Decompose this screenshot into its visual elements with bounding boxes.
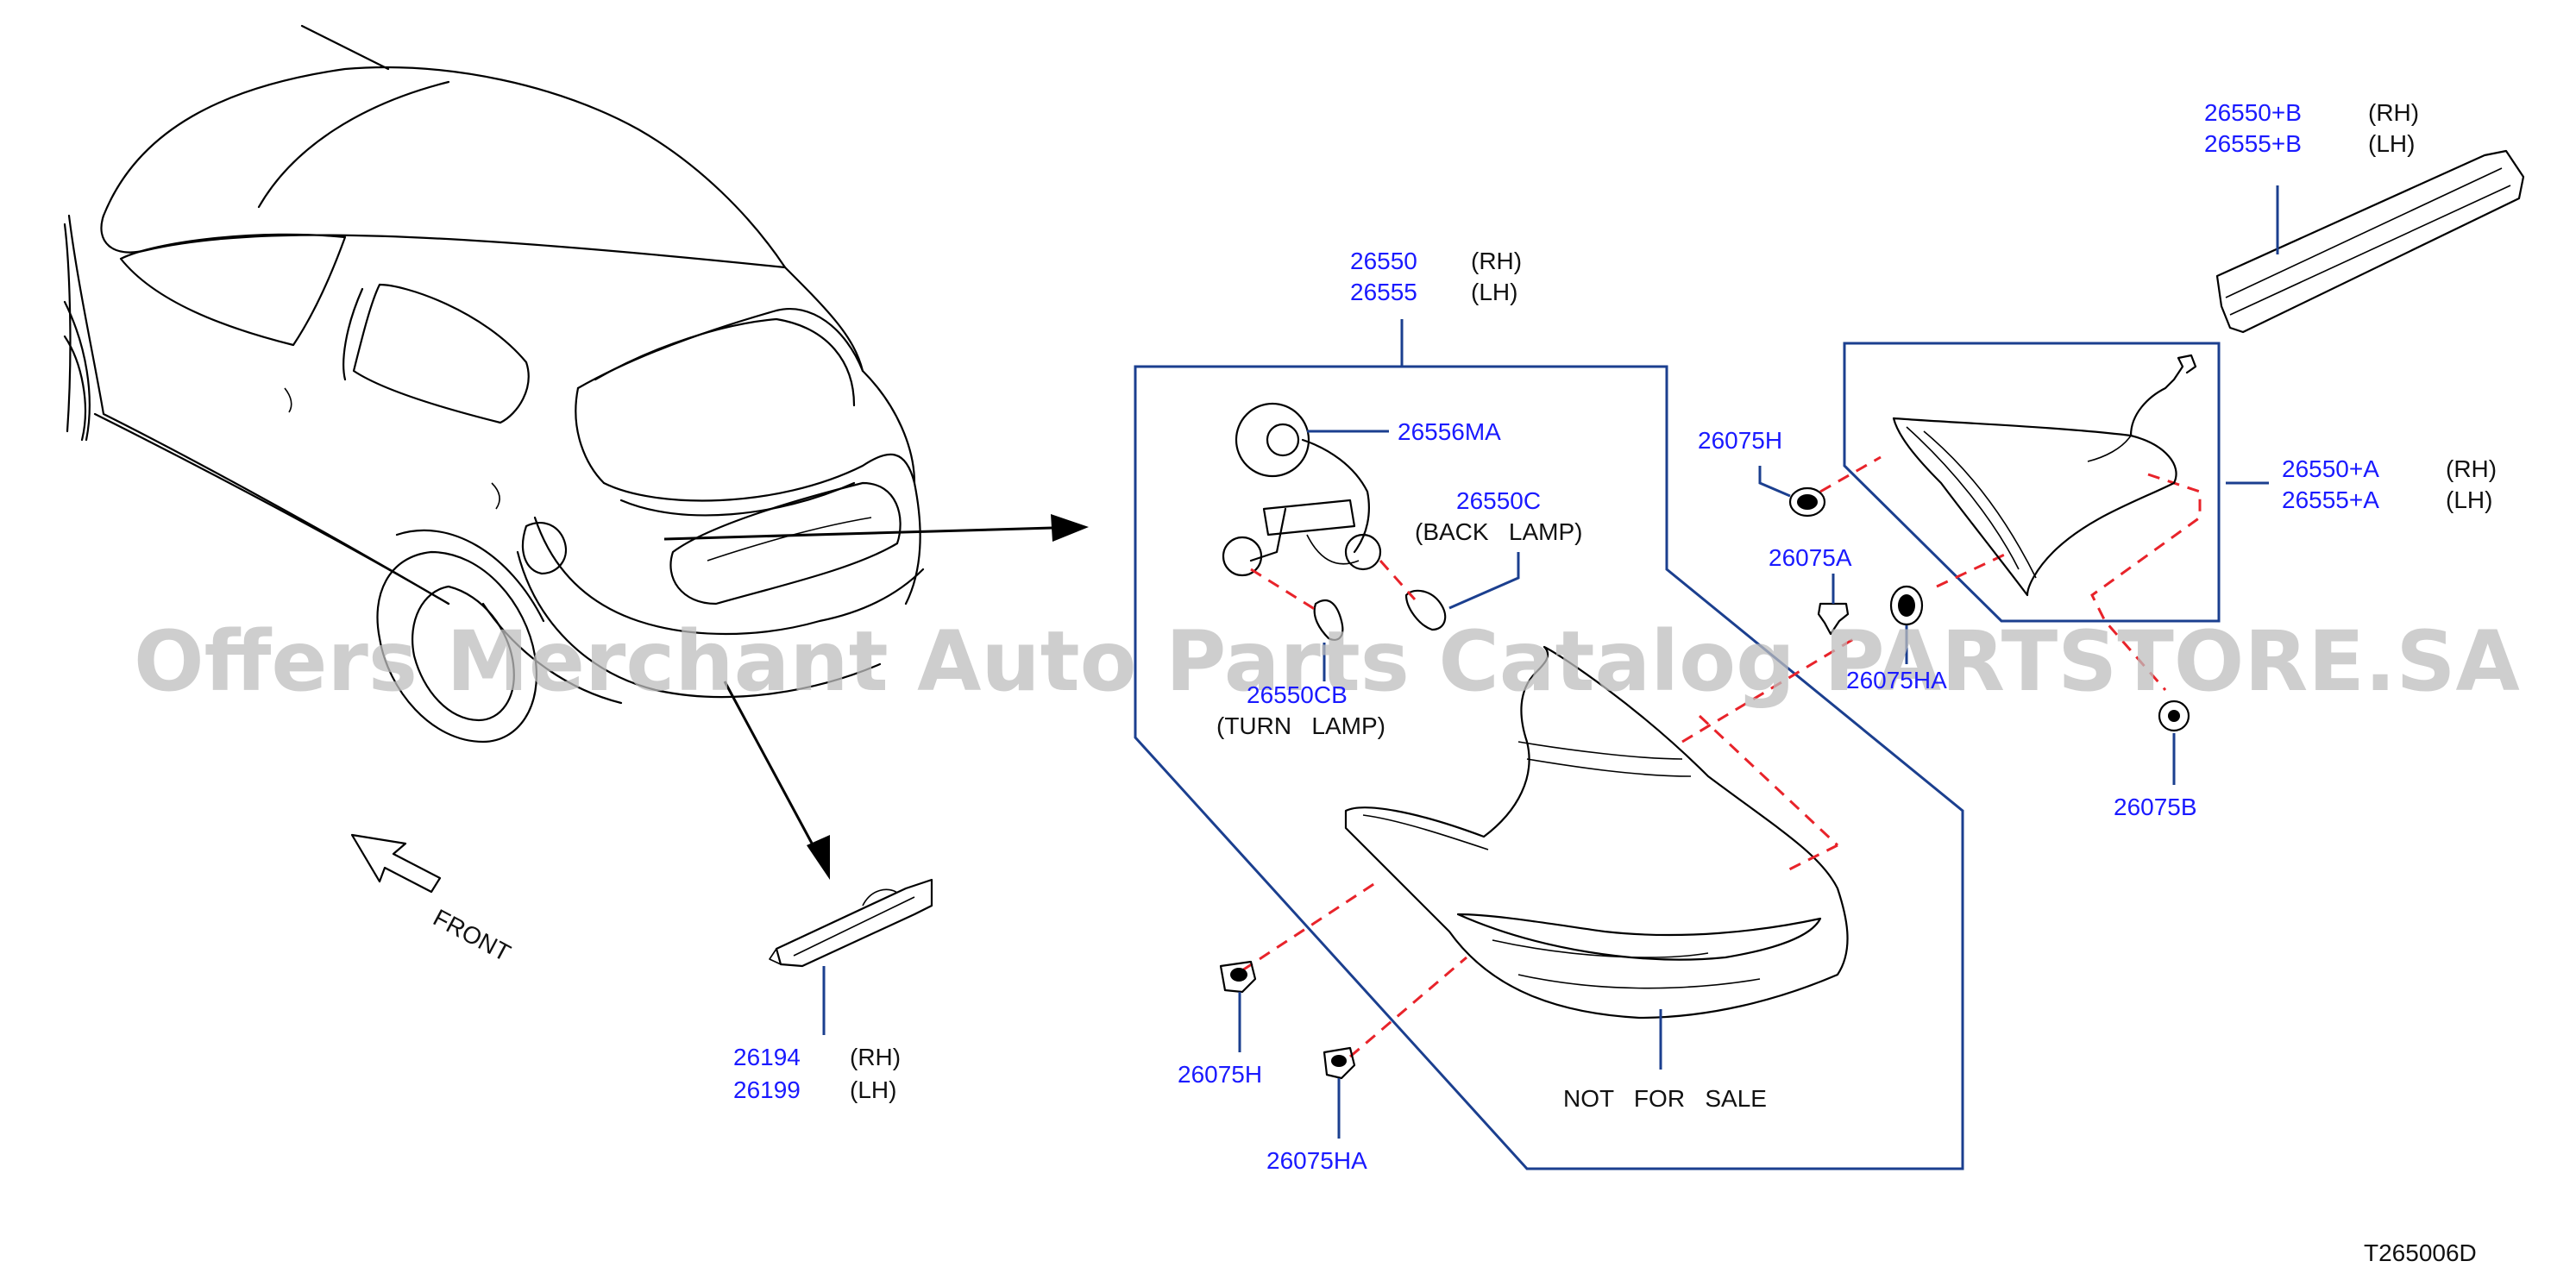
front-direction-indicator: FRONT <box>350 833 515 967</box>
part-number-inner-lh[interactable]: 26555+A <box>2282 486 2379 513</box>
part-number-lamp-rh[interactable]: 26550 <box>1350 248 1417 274</box>
inner-lamp <box>1892 354 2269 597</box>
part-number-reflex-rh[interactable]: 26194 <box>733 1044 801 1070</box>
not-for-sale-note: NOT FOR SALE <box>1563 1085 1767 1112</box>
side-reflex-lamp <box>769 878 933 1035</box>
socket-harness <box>1222 402 1520 681</box>
watermark: Offers Merchant Auto Parts Catalog PARTS… <box>134 613 2520 710</box>
front-label: FRONT <box>429 904 515 967</box>
side-lamp-lh: (LH) <box>1471 279 1517 305</box>
part-labels: 26550+B (RH) 26555+B (LH) 26550 (RH) 265… <box>733 99 2497 1266</box>
pointer-arrows <box>663 514 1089 880</box>
part-number-reflex-lh[interactable]: 26199 <box>733 1076 801 1103</box>
part-number-grommet-bottom-2[interactable]: 26075HA <box>1266 1147 1367 1174</box>
fasteners <box>1219 466 2190 1139</box>
side-inner-rh: (RH) <box>2446 455 2497 482</box>
part-number-back-bulb[interactable]: 26550C <box>1456 487 1541 514</box>
garnish-strip <box>2215 149 2525 334</box>
part-number-grommet-mid[interactable]: 26075HA <box>1846 667 1947 693</box>
note-back-lamp: (BACK LAMP) <box>1415 518 1582 545</box>
part-number-clip[interactable]: 26075A <box>1769 544 1852 571</box>
diagram-code: T265006D <box>2364 1239 2477 1266</box>
part-number-inner-rh[interactable]: 26550+A <box>2282 455 2379 482</box>
part-number-lamp-lh[interactable]: 26555 <box>1350 279 1417 305</box>
part-number-washer[interactable]: 26075B <box>2114 794 2197 820</box>
side-strip-lh: (LH) <box>2368 130 2415 157</box>
part-number-turn-bulb[interactable]: 26550CB <box>1247 681 1348 708</box>
lamp-assembly-callout-box <box>1134 365 1964 1170</box>
tail-lamp <box>1344 645 1849 1070</box>
side-reflex-lh: (LH) <box>850 1076 896 1103</box>
inner-lamp-callout-box <box>1843 342 2221 623</box>
part-number-socket[interactable]: 26556MA <box>1398 418 1501 445</box>
part-number-strip-lh[interactable]: 26555+B <box>2204 130 2302 157</box>
side-lamp-rh: (RH) <box>1471 248 1522 274</box>
part-number-strip-rh[interactable]: 26550+B <box>2204 99 2302 126</box>
part-number-grommet-top[interactable]: 26075H <box>1698 427 1782 454</box>
side-inner-lh: (LH) <box>2446 486 2492 513</box>
side-reflex-rh: (RH) <box>850 1044 901 1070</box>
mounting-guides <box>1241 455 2202 1058</box>
note-turn-lamp: (TURN LAMP) <box>1216 712 1385 739</box>
side-strip-rh: (RH) <box>2368 99 2419 126</box>
part-number-grommet-bottom[interactable]: 26075H <box>1178 1061 1262 1088</box>
car-illustration <box>63 24 925 744</box>
